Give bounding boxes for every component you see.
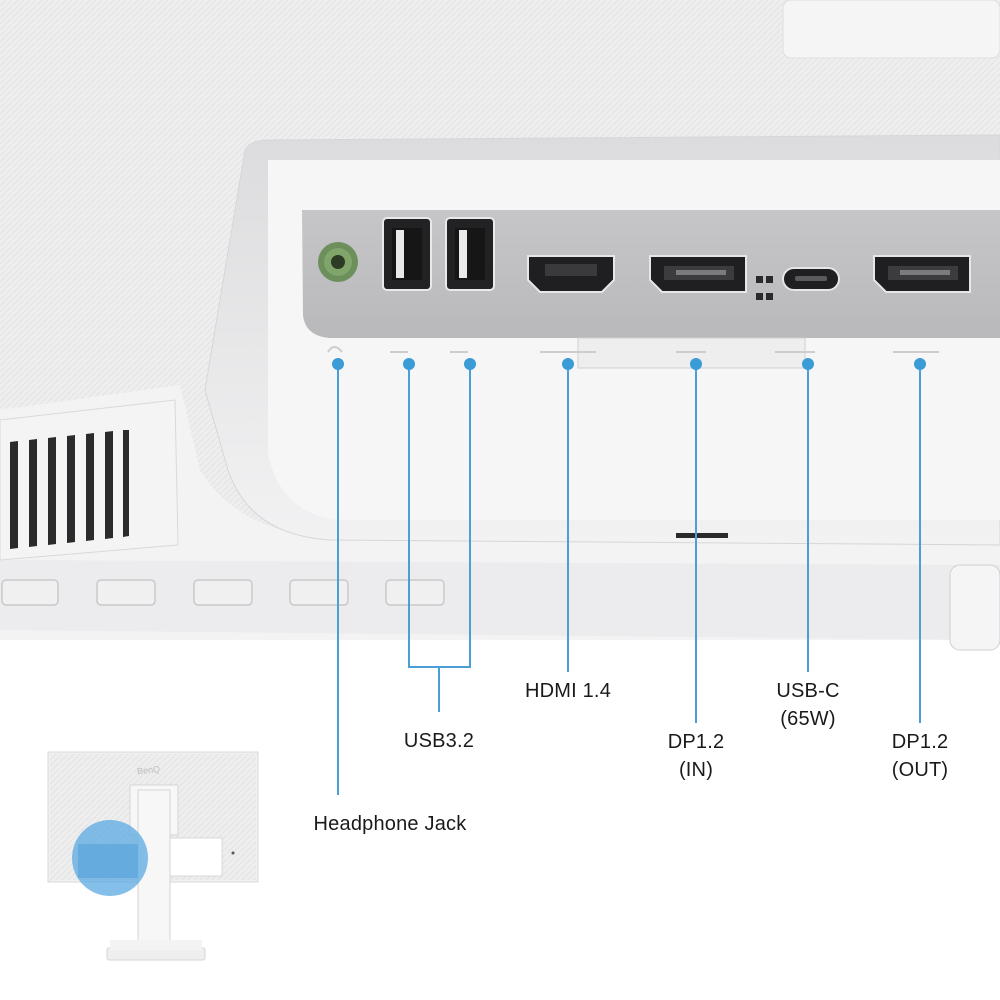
brand-logo: BenQ: [137, 764, 161, 776]
displayport-icon: [649, 255, 747, 293]
usb-a-icon: [382, 217, 495, 291]
hdmi-label: HDMI 1.4: [524, 680, 612, 702]
embossed-port-glyphs: [327, 346, 939, 353]
displayport-icon: [873, 255, 971, 293]
kensington-slot: [676, 533, 728, 538]
thumbnail-monitor: BenQ: [47, 751, 259, 961]
usb-c-icon: [782, 267, 840, 291]
stand-foot-edge: [949, 564, 1000, 651]
air-vents: [0, 399, 179, 561]
port-marker: [756, 276, 773, 300]
callout-lines: [337, 364, 921, 795]
headphone-jack-label: Headphone Jack: [313, 813, 467, 835]
usb-label: USB3.2: [403, 730, 475, 752]
hdmi-icon: [527, 255, 615, 293]
dp-in-label: DP1.2(IN): [667, 731, 725, 781]
dp-out-label: DP1.2(OUT): [891, 731, 949, 781]
highlight-circle: [72, 820, 148, 896]
usb-c-label: USB-C(65W): [776, 680, 840, 730]
headphone-jack-icon: [318, 242, 358, 282]
callout-dots: [332, 358, 926, 370]
monitor-bottom-buttons: [1, 579, 445, 606]
